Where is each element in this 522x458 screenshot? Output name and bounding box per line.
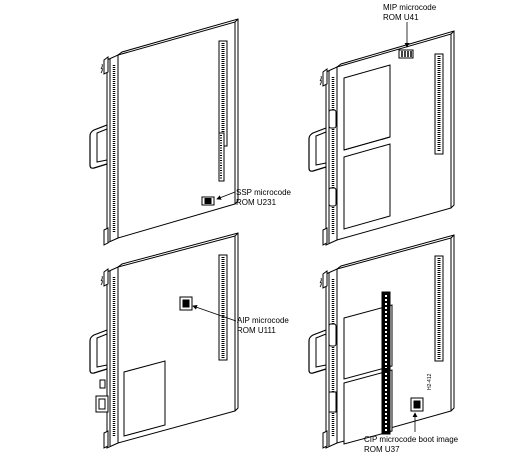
aip-label-line2: ROM U111	[237, 326, 276, 335]
ssp-rom-pointer	[216, 191, 236, 200]
mip-label-line1: MIP microcode	[383, 3, 437, 12]
figure-id: H2-412	[427, 373, 433, 390]
cip-label-line1: CIP microcode boot image	[364, 435, 459, 444]
cip-label-line2: ROM U37	[364, 445, 400, 454]
ssp-label-line1: SSP microcode	[236, 188, 292, 197]
aip-label-line1: AIP microcode	[237, 316, 289, 325]
aip-card	[89, 232, 239, 449]
ssp-card	[89, 18, 239, 246]
ssp-label-line2: ROM U231	[236, 198, 277, 207]
aip-rom-pointer	[192, 305, 237, 322]
mip-card	[308, 30, 455, 246]
mip-label-line2: ROM U41	[383, 13, 419, 22]
cip-card	[308, 234, 455, 449]
